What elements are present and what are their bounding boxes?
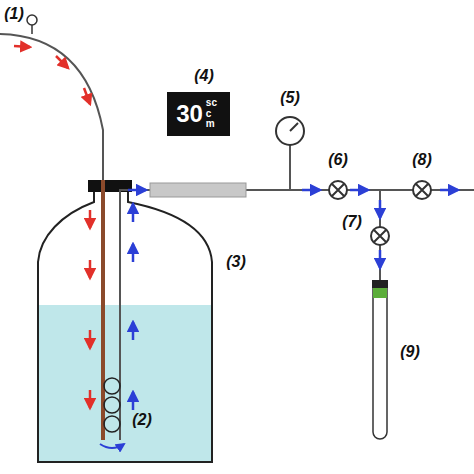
inlet-line (0, 34, 103, 180)
callout-number: (3) (226, 254, 246, 270)
gauge-symbol (27, 15, 37, 25)
callout-number: (1) (4, 6, 24, 22)
sample-tube (373, 282, 387, 439)
liquid (39, 305, 211, 462)
bottle (38, 192, 212, 462)
callout-number: (5) (280, 90, 300, 106)
inflow-arrows (14, 46, 90, 408)
pressure-gauge (276, 117, 304, 145)
outflow-arrows (128, 190, 458, 410)
mfc-base (150, 183, 246, 197)
callout-number: (8) (412, 152, 432, 168)
callout-number: (2) (132, 412, 152, 428)
flow-value: 30 (176, 102, 203, 126)
outlet-tube (120, 190, 160, 440)
flow-unit: sc cm (206, 98, 220, 130)
flow-controller-display: 30sc cm (167, 92, 230, 136)
callout-number: (6) (328, 152, 348, 168)
callout-number: (9) (400, 344, 420, 360)
callout-number: (7) (342, 214, 362, 230)
callout-number: (4) (194, 68, 214, 84)
